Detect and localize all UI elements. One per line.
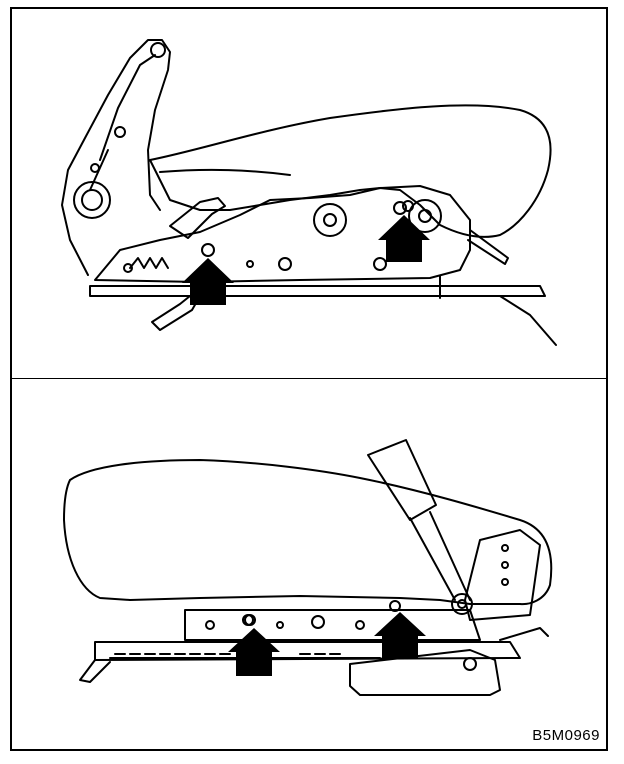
recliner-pivot — [73, 181, 111, 219]
seat-side-frame — [94, 185, 471, 283]
figure-frame — [10, 7, 608, 751]
up-arrow-icon — [182, 258, 234, 305]
up-arrow-icon — [228, 628, 280, 676]
slide-lever — [367, 439, 437, 521]
seat-cushion — [63, 459, 553, 606]
top-seat-illustration — [61, 39, 557, 346]
slide-latch — [349, 649, 501, 696]
mount-bolt-rear — [393, 201, 407, 215]
recliner-bracket — [61, 39, 171, 276]
panel-divider — [10, 378, 608, 379]
mount-bolt-front — [201, 243, 215, 257]
seat-rail — [94, 641, 521, 661]
up-arrow-icon — [378, 215, 430, 262]
recliner-lever — [169, 197, 226, 239]
figure-code: B5M0969 — [532, 727, 600, 744]
seat-side-frame — [184, 609, 481, 641]
seat-rail — [89, 285, 546, 297]
up-arrow-icon — [374, 612, 426, 658]
recliner-spring — [129, 257, 169, 269]
mount-bolt-front — [244, 614, 256, 626]
mount-bolt-rear — [389, 600, 401, 612]
up-arrow-group-bottom — [228, 612, 426, 676]
up-arrow-group-top — [182, 215, 430, 305]
recliner-side-plate — [464, 529, 541, 621]
seat-cushion — [149, 104, 552, 238]
